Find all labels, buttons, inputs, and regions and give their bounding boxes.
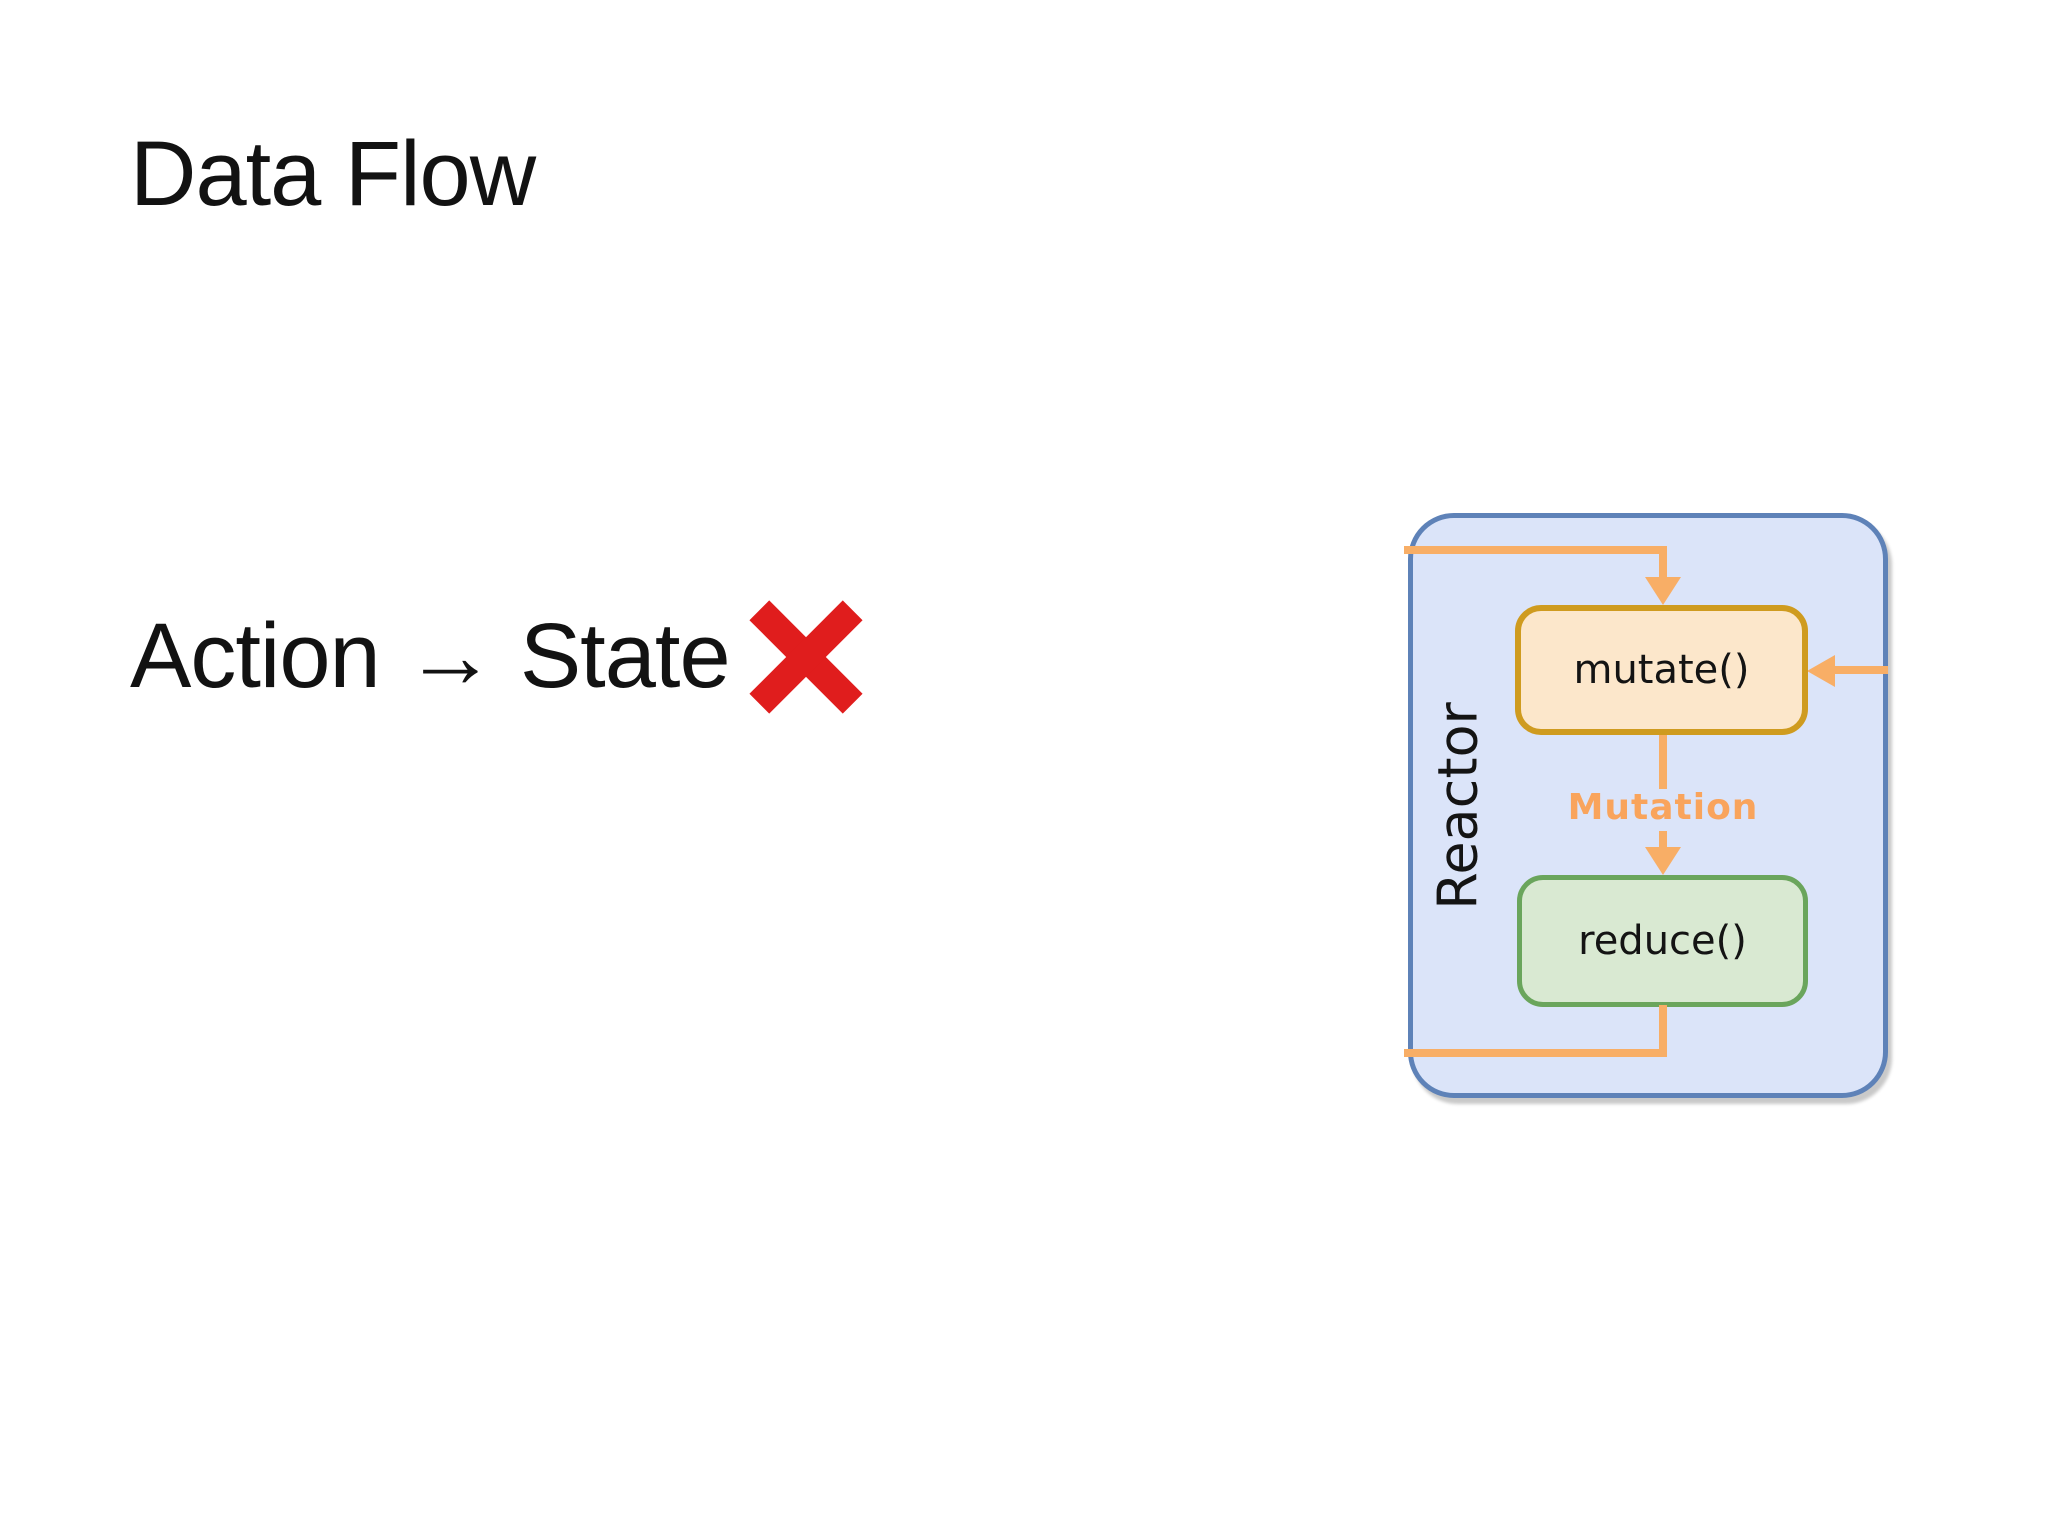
state-out-arrow-horizontal-segment	[1404, 1049, 1667, 1057]
mutate-in-arrow-segment	[1835, 666, 1888, 674]
action-in-arrow-vertical-segment	[1659, 553, 1667, 579]
mutate-node: mutate()	[1515, 605, 1808, 735]
mutate-in-arrowhead-icon	[1807, 655, 1835, 687]
mutation-arrowhead-icon	[1645, 847, 1681, 875]
reactor-panel-label: Reactor	[1426, 702, 1490, 910]
state-out-arrow-vertical-segment	[1659, 1005, 1667, 1057]
mutate-node-label: mutate()	[1573, 647, 1750, 693]
reactor-diagram: Reactor mutate() Mutation reduce()	[1404, 513, 1888, 1098]
reduce-node-label: reduce()	[1578, 918, 1747, 964]
action-in-arrowhead-icon	[1645, 577, 1681, 605]
page-title: Data Flow	[130, 123, 536, 225]
action-in-arrow-horizontal-segment	[1404, 546, 1667, 554]
mutation-arrow-lower-segment	[1659, 831, 1667, 849]
mutation-edge-label: Mutation	[1567, 787, 1759, 828]
statement-row: Action → State	[130, 600, 856, 712]
mutation-arrow-upper-segment	[1659, 735, 1667, 789]
cross-mark-icon	[756, 607, 856, 707]
reduce-node: reduce()	[1517, 875, 1808, 1007]
statement-text: Action → State	[130, 604, 731, 707]
